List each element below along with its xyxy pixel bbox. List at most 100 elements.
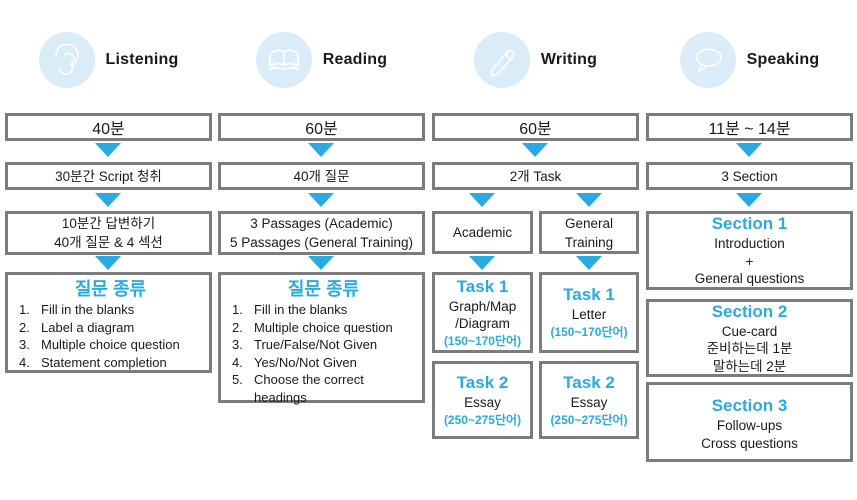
reading-question-types-box: 질문 종류 1. Fill in the blanks 2. Multiple ch… xyxy=(218,272,425,406)
writing-step2-box: 2개 Task xyxy=(432,162,639,190)
reading-step3-line2: 5 Passages (General Training) xyxy=(229,235,414,250)
header-label-speaking: Speaking xyxy=(746,51,820,68)
task2-title: Task 2 xyxy=(563,373,615,392)
task1-title: Task 1 xyxy=(563,285,615,304)
listening-time-box: 40분 xyxy=(5,113,212,141)
list-item-text: Multiple choice question xyxy=(41,337,180,352)
writing-academic-box: Academic xyxy=(432,211,533,254)
section3-line2: Cross questions xyxy=(701,435,798,451)
ear-icon xyxy=(38,32,95,88)
down-arrow-icon xyxy=(469,193,495,207)
reading-step2-box: 40개 질문 xyxy=(218,162,425,190)
down-arrow-icon xyxy=(308,256,334,270)
section1-line3: General questions xyxy=(694,271,805,287)
list-item-text: Fill in the blanks xyxy=(41,302,135,317)
list-item-number: 2. xyxy=(19,319,30,335)
section3-title: Section 3 xyxy=(711,396,788,415)
down-arrow-icon xyxy=(308,143,334,157)
list-item-number: 4. xyxy=(232,354,243,370)
task2-title: Task 2 xyxy=(456,373,509,392)
list-item-text: Choose the correct headings xyxy=(254,372,364,405)
down-arrow-icon xyxy=(469,256,495,270)
list-item-text: True/False/Not Given xyxy=(254,337,378,352)
list-item-text: Label a diagram xyxy=(41,319,135,335)
writing-general-training-box: General Training xyxy=(539,211,639,254)
down-arrow-icon xyxy=(736,143,762,157)
section1-line1: Introduction xyxy=(714,236,785,252)
list-item-number: 5. xyxy=(232,372,243,387)
down-arrow-icon xyxy=(95,256,121,270)
question-types-title: 질문 종류 xyxy=(74,279,147,299)
list-item: 3. Multiple choice question xyxy=(16,336,205,354)
listening-question-types-box: 질문 종류 1. Fill in the blanks 2. Label a dia… xyxy=(5,272,212,373)
speech-bubble-icon xyxy=(679,32,736,88)
down-arrow-icon xyxy=(736,193,762,207)
list-item: 2. Label a diagram xyxy=(16,319,205,337)
listening-step3-line2: 40개 질문 & 4 섹션 xyxy=(54,235,163,250)
speaking-section3-box: Section 3 Follow-ups Cross questions xyxy=(646,382,853,462)
down-arrow-icon xyxy=(576,256,602,270)
list-item-number: 4. xyxy=(19,354,30,370)
task1-word-count: (150~170단어) xyxy=(443,334,522,348)
question-types-title: 질문 종류 xyxy=(287,279,360,299)
list-item: 3. True/False/Not Given xyxy=(229,336,418,354)
speaking-time-box: 11분 ~ 14분 xyxy=(646,113,853,141)
section2-title: Section 2 xyxy=(711,301,788,321)
section1-line2: + xyxy=(745,253,754,269)
speaking-step2-box: 3 Section xyxy=(646,162,853,190)
list-item-number: 3. xyxy=(232,337,243,352)
list-item-text: Yes/No/Not Given xyxy=(254,354,357,370)
task1-body: Graph/Map xyxy=(448,299,517,314)
task1-body: /Diagram xyxy=(455,316,510,331)
listening-step3-box: 10분간 답변하기 40개 질문 & 4 섹션 xyxy=(5,211,212,255)
down-arrow-icon xyxy=(95,143,121,157)
list-item: 4. Statement completion xyxy=(16,354,205,372)
section2-line1: Cue-card xyxy=(721,323,778,339)
task1-body: Letter xyxy=(571,307,607,322)
list-item-number: 2. xyxy=(232,319,243,335)
list-item: 1. Fill in the blanks xyxy=(16,301,205,319)
speaking-section2-box: Section 2 Cue-card 준비하는데 1분 말하는데 2분 xyxy=(646,299,853,377)
task2-word-count: (250~275단어) xyxy=(550,413,628,427)
down-arrow-icon xyxy=(95,193,121,207)
header-reading: Reading xyxy=(218,28,425,92)
down-arrow-icon xyxy=(522,143,548,157)
down-arrow-icon xyxy=(576,193,602,207)
task2-word-count: (250~275단어) xyxy=(443,413,522,427)
header-label-listening: Listening xyxy=(105,51,179,68)
header-label-reading: Reading xyxy=(322,51,388,68)
writing-general-task2-box: Task 2 Essay (250~275단어) xyxy=(539,361,639,439)
section2-line2: 준비하는데 1분 xyxy=(706,341,793,357)
task1-title: Task 1 xyxy=(456,277,509,296)
list-item-text: Multiple choice question xyxy=(254,319,393,335)
task2-body: Essay xyxy=(464,395,501,410)
task2-body: Essay xyxy=(570,395,608,410)
reading-step3-line1: 3 Passages (Academic) xyxy=(250,216,393,231)
writing-academic-task2-box: Task 2 Essay (250~275단어) xyxy=(432,361,533,439)
section1-title: Section 1 xyxy=(711,214,788,234)
list-item-text: Statement completion xyxy=(41,354,167,370)
section3-line1: Follow-ups xyxy=(716,418,783,433)
header-listening: Listening xyxy=(5,28,212,92)
list-item: 5. Choose the correct headings xyxy=(229,371,418,406)
down-arrow-icon xyxy=(308,193,334,207)
list-item-number: 3. xyxy=(19,337,30,352)
header-writing: Writing xyxy=(432,28,639,92)
header-label-writing: Writing xyxy=(540,51,598,68)
speaking-section1-box: Section 1 Introduction + General questio… xyxy=(646,211,853,290)
listening-step2-box: 30분간 Script 청취 xyxy=(5,162,212,190)
section2-line3: 말하는데 2분 xyxy=(712,358,787,374)
task1-word-count: (150~170단어) xyxy=(550,325,628,339)
header-speaking: Speaking xyxy=(646,28,853,92)
list-item-text: Fill in the blanks xyxy=(254,302,348,317)
writing-general-task1-box: Task 1 Letter (150~170단어) xyxy=(539,272,639,353)
list-item-number: 1. xyxy=(19,302,30,317)
pen-icon xyxy=(473,32,530,88)
writing-time-box: 60분 xyxy=(432,113,639,141)
writing-academic-task1-box: Task 1 Graph/Map /Diagram (150~170단어) xyxy=(432,272,533,353)
list-item: 1. Fill in the blanks xyxy=(229,301,418,319)
open-book-icon xyxy=(255,32,312,88)
list-item-number: 1. xyxy=(232,302,243,317)
list-item: 4. Yes/No/Not Given xyxy=(229,354,418,372)
